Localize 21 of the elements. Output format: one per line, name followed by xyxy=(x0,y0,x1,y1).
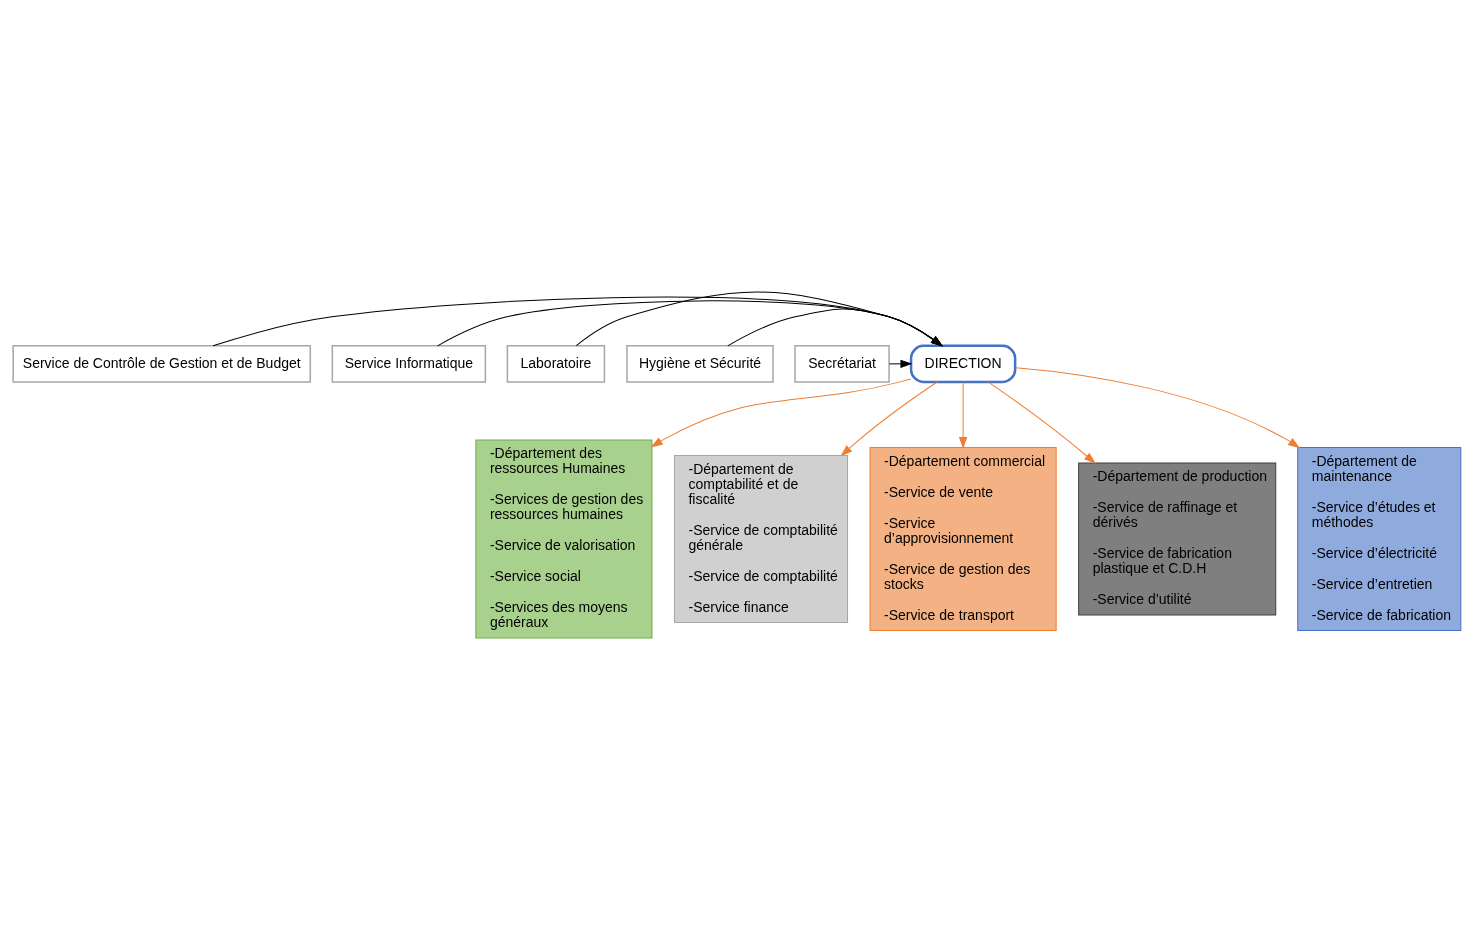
node-box: DIRECTION xyxy=(909,344,1017,383)
node-box: Laboratoire xyxy=(506,344,606,383)
arrow xyxy=(1014,366,1300,448)
arrow xyxy=(212,296,943,346)
arrow xyxy=(987,381,1096,463)
arrow xyxy=(651,378,912,447)
node-box: -Département des ressources Humaines -Services de gestion des ressources humaines -Service de valorisation -Service social -Services des moyens généraux xyxy=(475,438,653,638)
arrow xyxy=(727,307,943,346)
arrow xyxy=(959,381,968,448)
node-box: Service de Contrôle de Gestion et de Budget xyxy=(12,344,312,383)
node-box: Hygiène et Sécurité xyxy=(626,344,774,383)
arrow xyxy=(437,299,943,346)
node-box: Secrétariat xyxy=(794,344,890,383)
node-box: -Département de production -Service de raffinage et dérivés -Service de fabrication plastique et C.D.H -Service d’utilité xyxy=(1078,461,1277,615)
node-box: -Département de comptabilité et de fiscalité -Service de comptabilité générale -Service de comptabilité -Service finance xyxy=(673,454,849,623)
node-box: Service Informatique xyxy=(331,344,487,383)
arrow xyxy=(888,359,912,368)
node-box: -Département de maintenance -Service d’études et méthodes -Service d’électricité -Service d’entretien -Service de fabrication xyxy=(1297,446,1462,631)
arrow xyxy=(841,380,938,456)
node-box: -Département commercial -Service de vente -Service d’approvisionnement -Service de gestion des stocks -Service de transport xyxy=(869,446,1057,631)
arrow xyxy=(575,291,943,346)
